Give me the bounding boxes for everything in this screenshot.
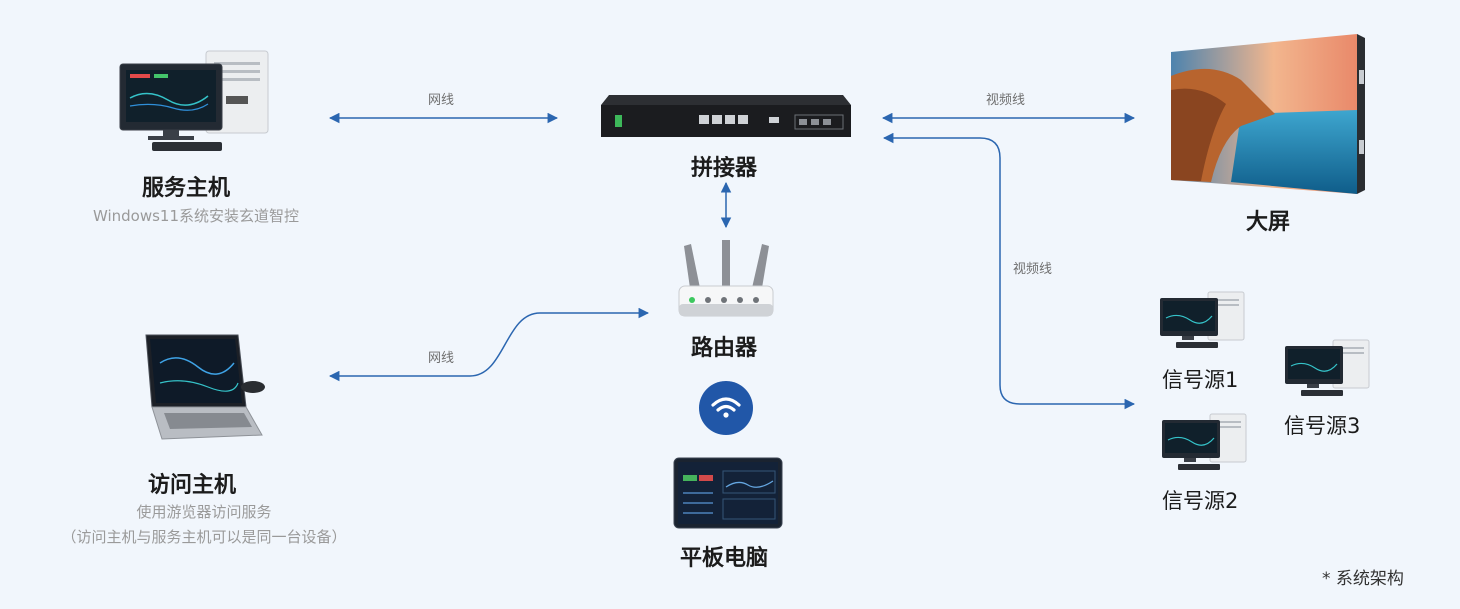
access-title: 访问主机 (148, 473, 237, 498)
wifi-icon (699, 381, 753, 435)
access-subtitle-2: （访问主机与服务主机可以是同一台设备） (61, 528, 347, 546)
switcher-title: 拼接器 (691, 156, 758, 181)
edge-label-switcher-sources: 视频线 (1013, 262, 1053, 277)
signal-source-3-label: 信号源3 (1284, 414, 1361, 438)
edge-label-router-access: 网线 (428, 351, 455, 366)
signal-source-3-icon (1285, 339, 1370, 396)
server-title: 服务主机 (142, 176, 231, 201)
big-screen-icon (1171, 34, 1365, 194)
access-subtitle-1: 使用游览器访问服务 (136, 503, 272, 521)
diagram-caption: * 系统架构 (1322, 569, 1404, 589)
screen-title: 大屏 (1246, 210, 1291, 235)
video-switcher-icon (601, 95, 851, 137)
signal-source-1-label: 信号源1 (1162, 368, 1239, 392)
laptop-icon (145, 334, 265, 440)
server-computer-icon (119, 50, 269, 151)
edge-router-access (328, 307, 650, 382)
edge-label-server-switcher: 网线 (428, 93, 455, 108)
tablet-title: 平板电脑 (680, 546, 769, 571)
tablet-icon (673, 457, 783, 529)
edge-label-switcher-screen: 视频线 (986, 93, 1026, 108)
router-title: 路由器 (691, 336, 758, 361)
signal-source-2-label: 信号源2 (1162, 489, 1239, 513)
server-subtitle: Windows11系统安装玄道智控 (92, 207, 300, 225)
edge-switcher-sources (882, 132, 1136, 410)
signal-source-2-icon (1162, 413, 1247, 470)
router-icon (678, 240, 774, 317)
signal-source-1-icon (1160, 291, 1245, 348)
